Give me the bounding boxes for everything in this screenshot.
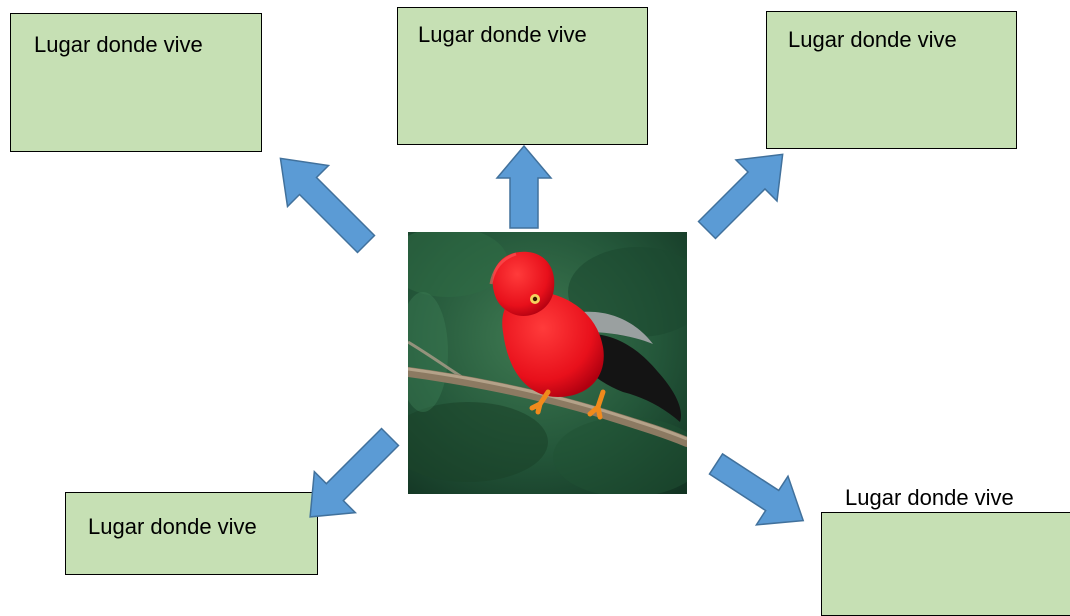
arrow-down-right-icon <box>708 452 805 526</box>
habitat-box-bottom-right <box>821 512 1070 616</box>
habitat-box-label: Lugar donde vive <box>845 485 1014 510</box>
arrow-up-icon <box>495 144 553 229</box>
habitat-box-label: Lugar donde vive <box>34 32 203 57</box>
habitat-box-label: Lugar donde vive <box>418 22 587 47</box>
habitat-box-top-center: Lugar donde vive <box>397 7 648 145</box>
red-bird-on-branch-photo <box>408 232 687 494</box>
habitat-box-top-left: Lugar donde vive <box>10 13 262 152</box>
habitat-box-label: Lugar donde vive <box>788 27 957 52</box>
habitat-box-top-right: Lugar donde vive <box>766 11 1017 149</box>
habitat-box-label: Lugar donde vive <box>88 514 257 539</box>
arrow-up-left-icon <box>279 157 376 254</box>
arrow-up-right-icon <box>697 153 784 240</box>
arrow-down-left-icon <box>309 427 400 518</box>
habitat-box-bottom-left: Lugar donde vive <box>65 492 318 575</box>
